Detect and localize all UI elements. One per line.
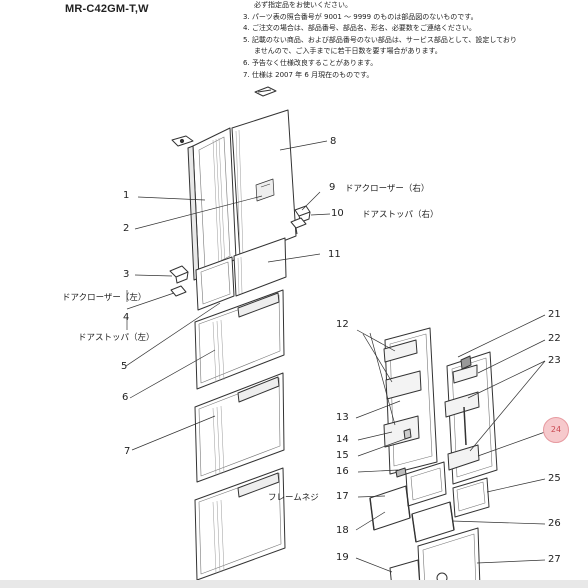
case-right xyxy=(452,477,490,518)
middle-left-door xyxy=(195,256,235,311)
model-number: MR-C42GM-T,W xyxy=(65,3,149,15)
drawer-upper xyxy=(194,289,285,390)
part-label-13: 13 xyxy=(336,412,349,423)
part-label-23: 23 xyxy=(548,355,561,366)
name-door-stopper-left: ドアストッパ（左） xyxy=(78,333,155,343)
hinge-bracket xyxy=(171,135,194,147)
door-closer-left xyxy=(169,265,189,284)
part-label-12: 12 xyxy=(336,319,349,330)
part-label-18: 18 xyxy=(336,525,349,536)
part-label-22: 22 xyxy=(548,333,561,344)
door-pocket-frame xyxy=(383,327,438,475)
name-door-closer-right: ドアクローザー（右） xyxy=(345,184,430,194)
part-label-19: 19 xyxy=(336,552,349,563)
note-line: 7. 仕様は 2007 年 6 月現在のものです。 xyxy=(243,70,374,79)
part-label-11: 11 xyxy=(328,249,341,260)
part-label-26: 26 xyxy=(548,518,561,529)
note-line: ませんので、ご入手までに若干日数を要す場合があります。 xyxy=(254,47,442,56)
part-label-15: 15 xyxy=(336,450,349,461)
part-label-5: 5 xyxy=(121,361,128,372)
part-label-9: 9 xyxy=(329,182,336,193)
note-line: 4. ご注文の場合は、部品番号、部品名、形名、必要数をご連絡ください。 xyxy=(243,24,476,33)
right-door xyxy=(231,109,297,259)
note-line: 6. 予告なく仕様改良することがあります。 xyxy=(243,58,378,67)
tray-lower xyxy=(411,501,455,543)
door-stopper-left xyxy=(170,285,187,297)
leader-lines xyxy=(125,140,546,573)
part-label-7: 7 xyxy=(124,446,131,457)
left-door xyxy=(187,127,237,281)
top-hinge xyxy=(254,86,277,97)
middle-right-door xyxy=(233,237,287,297)
part-label-6: 6 xyxy=(122,392,129,403)
drawer-lower xyxy=(194,467,286,581)
part-label-21: 21 xyxy=(548,309,561,320)
part-label-27: 27 xyxy=(548,554,561,565)
part-label-14: 14 xyxy=(336,434,349,445)
part-label-1: 1 xyxy=(123,190,130,201)
part-label-2: 2 xyxy=(123,223,130,234)
part-label-25: 25 xyxy=(548,473,561,484)
highlight-marker[interactable]: 24 xyxy=(543,417,569,443)
part-label-3: 3 xyxy=(123,269,130,280)
part-label-4: 4 xyxy=(123,312,130,323)
part-label-17: 17 xyxy=(336,491,349,502)
part-label-16: 16 xyxy=(336,466,349,477)
name-door-stopper-right: ドアストッパ（右） xyxy=(362,210,439,220)
name-frame-screw: フレームネジ xyxy=(268,493,319,503)
drawer-middle xyxy=(194,372,285,483)
door-stopper-right xyxy=(290,217,307,235)
note-line: 3. パーツ表の照合番号が 9001 ～ 9999 のものは部品図のないものです… xyxy=(243,12,478,21)
note-line: 必ず指定品をお使いください。 xyxy=(254,1,352,9)
part-label-10: 10 xyxy=(331,208,344,219)
notes-block: 必ず指定品をお使いください。 3. パーツ表の照合番号が 9001 ～ 9999… xyxy=(243,0,588,81)
bottom-bar xyxy=(0,580,588,588)
part-label-8: 8 xyxy=(330,136,337,147)
door-pocket-right xyxy=(444,351,498,485)
note-line: 5. 記載のない商品、および部品番号のない部品は、サービス部品として、設定してお… xyxy=(243,35,517,44)
name-door-closer-left: ドアクローザー（左） xyxy=(62,293,147,303)
bottom-frame-right xyxy=(417,527,481,588)
tray-frame xyxy=(369,461,447,531)
